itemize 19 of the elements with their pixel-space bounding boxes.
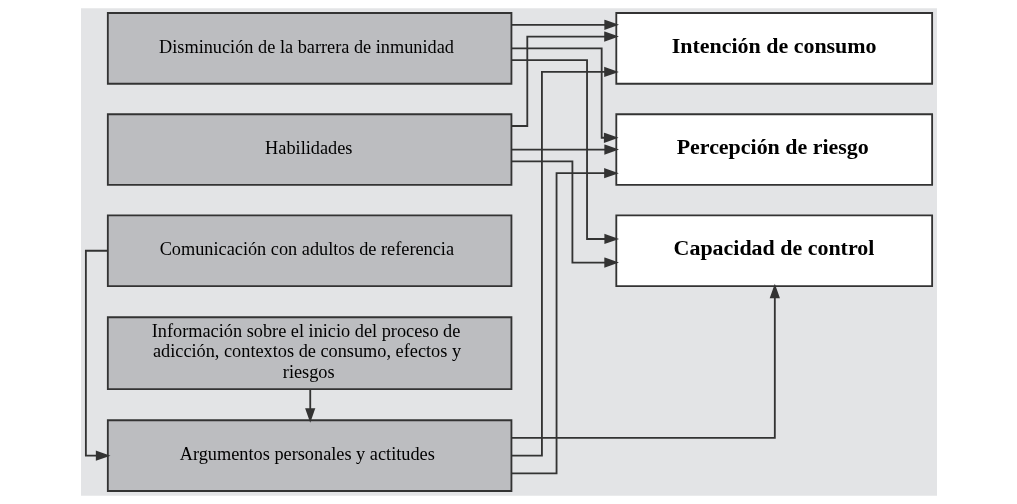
node-box: Capacidad de control: [614, 214, 933, 288]
arrow: [510, 144, 619, 155]
node-box: Argumentos personales y actitudes: [106, 419, 512, 492]
node-box: Información sobre el inicio del proceso de adicción, contextos de consumo, efectos y riesgos: [106, 316, 512, 391]
node-box: Intención de consumo: [614, 12, 933, 85]
arrow: [510, 160, 619, 268]
arrow: [510, 47, 619, 143]
node-box: Percepción de riesgo: [614, 113, 933, 186]
arrow: [510, 168, 619, 475]
node-box: Habilidades: [106, 113, 512, 186]
arrow: [510, 283, 780, 439]
arrow: [510, 66, 619, 457]
arrow: [304, 388, 315, 423]
arrow: [510, 59, 619, 245]
arrow: [510, 19, 619, 30]
arrow: [84, 249, 110, 461]
node-box: Disminución de la barrera de inmunidad: [106, 12, 512, 85]
arrow: [510, 31, 619, 127]
node-box: Comunicación con adultos de referencia: [106, 214, 512, 288]
